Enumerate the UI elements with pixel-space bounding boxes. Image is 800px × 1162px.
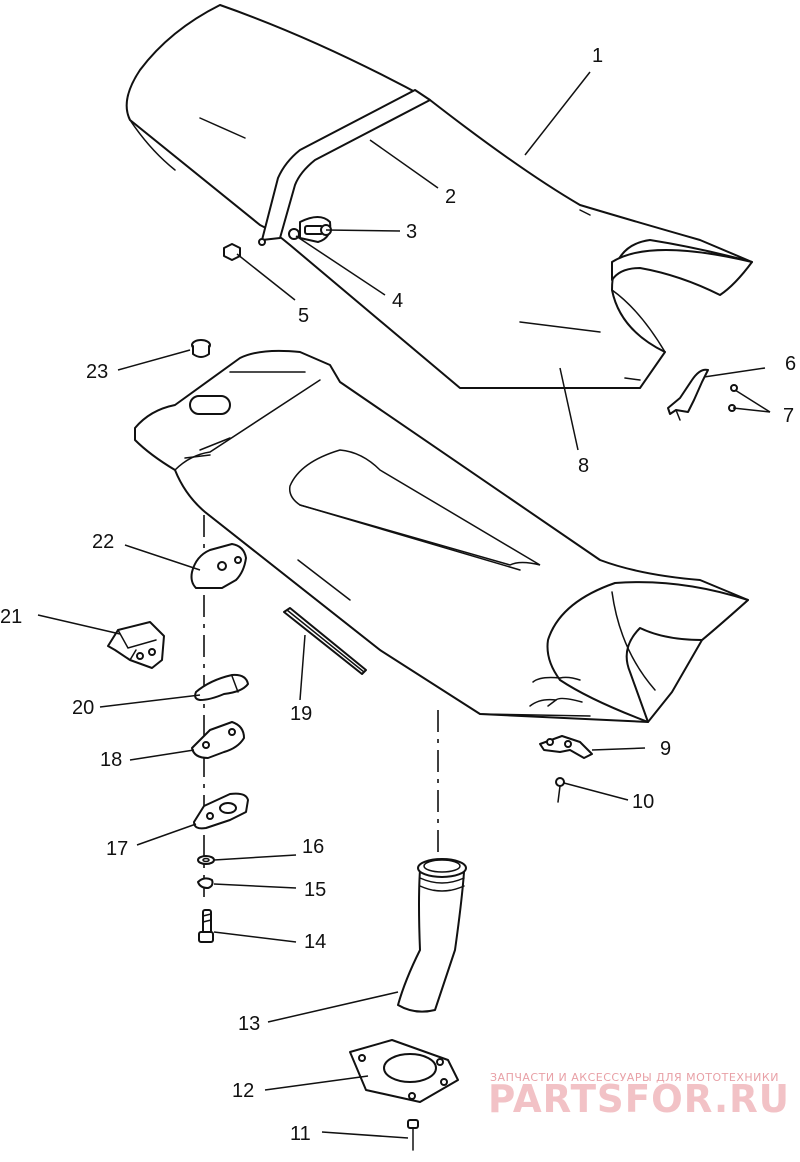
callout-13: 13 (238, 1013, 260, 1035)
lock-washer (197, 877, 214, 889)
callout-11: 11 (290, 1123, 311, 1145)
watermark-tagline: ЗАПЧАСТИ И АКСЕССУАРЫ ДЛЯ МОТОТЕХНИКИ (490, 1071, 779, 1084)
callout-23: 23 (86, 361, 108, 383)
callout-14: 14 (304, 931, 326, 953)
strap-fastener-bolt (288, 216, 332, 243)
callout-1: 1 (592, 45, 603, 67)
callout-19: 19 (290, 703, 312, 725)
seal-strip (283, 607, 367, 675)
watermark-brand: PARTSFOR.RU (488, 1077, 790, 1121)
callout-2: 2 (445, 186, 456, 208)
latch-bracket (107, 621, 165, 669)
callout-3: 3 (406, 221, 417, 243)
retainer-clip (539, 735, 593, 759)
callout-4: 4 (392, 290, 403, 312)
strap-nut (223, 238, 266, 261)
latch-spring-clip (194, 673, 249, 701)
rear-mount-pad (190, 543, 247, 589)
callout-17: 17 (106, 838, 128, 860)
flange-screw (407, 1119, 419, 1151)
callout-6: 6 (785, 353, 796, 375)
callout-21: 21 (0, 606, 22, 628)
seat-strap (261, 89, 431, 241)
filler-flange-gasket (349, 1039, 459, 1103)
callout-8: 8 (578, 455, 589, 477)
seat-base-pan (134, 349, 749, 723)
callout-16: 16 (302, 836, 324, 858)
clip-screw (555, 777, 565, 803)
callout-22: 22 (92, 531, 114, 553)
site-watermark: ЗАПЧАСТИ И АКСЕССУАРЫ ДЛЯ МОТОТЕХНИКИ PA… (488, 1071, 790, 1121)
callout-5: 5 (298, 305, 309, 327)
callout-10: 10 (632, 791, 654, 813)
fuel-filler-neck-hose (397, 858, 467, 1013)
callout-numbers: 1 2 3 4 5 6 7 8 9 10 11 12 13 14 15 16 1… (0, 45, 796, 1145)
callout-7: 7 (783, 405, 794, 427)
hinge-plate (191, 721, 245, 759)
seat-latch-hook (667, 368, 738, 421)
mounting-screw (198, 909, 214, 943)
base-mount-bolt (191, 339, 211, 358)
mount-bracket-plate (193, 792, 249, 830)
callout-20: 20 (72, 697, 94, 719)
callout-12: 12 (232, 1080, 254, 1102)
flat-washer (197, 855, 215, 865)
leader-lines (37, 71, 771, 1139)
callout-18: 18 (100, 749, 122, 771)
callout-9: 9 (660, 738, 671, 760)
seat-cover (125, 4, 753, 389)
callout-15: 15 (304, 879, 326, 901)
